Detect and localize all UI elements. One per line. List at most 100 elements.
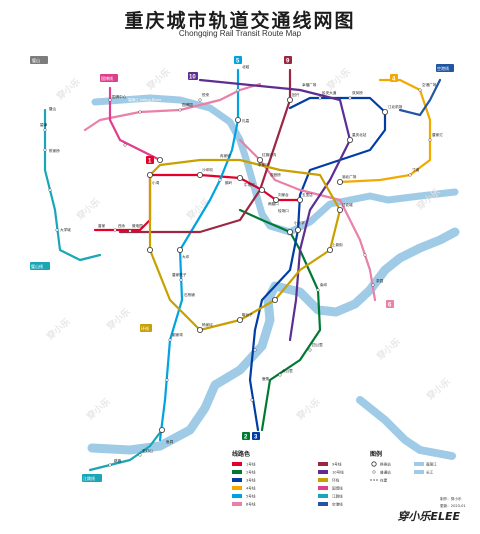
line-10	[198, 78, 352, 342]
svg-text:碧津: 碧津	[40, 122, 48, 127]
svg-text:四公里: 四公里	[312, 342, 323, 347]
svg-text:环线: 环线	[141, 325, 149, 331]
river-label-jialing: 嘉陵江 Jialing River	[128, 97, 162, 102]
line-guobo	[108, 86, 162, 162]
svg-text:2: 2	[244, 435, 248, 441]
station-interchange	[256, 156, 263, 163]
svg-text:李家坪: 李家坪	[258, 162, 269, 167]
station-interchange	[286, 228, 293, 235]
page-subtitle: Chongqing Rail Transit Route Map	[178, 29, 302, 38]
station	[128, 229, 132, 233]
station	[138, 453, 142, 457]
station	[316, 288, 320, 292]
brand-logo: 穿小乐ELEE	[397, 510, 460, 523]
svg-text:歇台子: 歇台子	[242, 312, 253, 317]
svg-text:江跳线: 江跳线	[332, 494, 343, 499]
svg-text:穿小乐: 穿小乐	[104, 306, 132, 333]
station	[168, 338, 172, 342]
svg-text:大坪: 大坪	[182, 254, 190, 259]
svg-text:1: 1	[148, 159, 152, 165]
station	[108, 98, 112, 102]
line-bishan	[43, 108, 102, 262]
svg-text:渝北广场: 渝北广场	[342, 174, 357, 179]
station-interchange	[286, 97, 293, 104]
svg-text:圣灯山: 圣灯山	[142, 448, 153, 453]
line-3	[248, 96, 387, 432]
station	[178, 108, 182, 112]
svg-text:回兴: 回兴	[292, 92, 300, 97]
svg-text:6号线: 6号线	[246, 502, 256, 507]
svg-text:西永: 西永	[118, 223, 126, 228]
svg-text:穿小乐: 穿小乐	[84, 396, 112, 423]
svg-text:更新：2023.01: 更新：2023.01	[440, 503, 466, 508]
svg-text:石桥铺: 石桥铺	[184, 292, 195, 297]
regular-stations[interactable]	[43, 88, 432, 467]
badge-bishan-line: 璧山线	[30, 262, 50, 270]
svg-text:寸滩: 寸滩	[412, 167, 420, 172]
svg-text:嘉陵江: 嘉陵江	[426, 462, 437, 467]
svg-text:线路色: 线路色	[232, 450, 250, 458]
svg-text:普通站: 普通站	[380, 470, 391, 475]
station	[408, 173, 412, 177]
yangtze-lower	[356, 396, 456, 460]
river-icon-2	[414, 470, 424, 474]
svg-text:穿小乐: 穿小乐	[144, 66, 172, 93]
line-airport	[398, 78, 442, 117]
station-interchange	[146, 246, 153, 253]
station-interchange	[296, 196, 303, 203]
svg-text:牛角沱: 牛角沱	[244, 182, 255, 187]
svg-text:微电园: 微电园	[132, 223, 143, 228]
badge-line-2: 2	[242, 432, 250, 441]
svg-text:10号线: 10号线	[332, 470, 344, 475]
svg-text:谢家湾: 谢家湾	[172, 332, 183, 337]
station	[428, 138, 432, 142]
svg-text:璧山线: 璧山线	[31, 263, 43, 269]
station	[318, 96, 322, 100]
svg-text:观音桥: 观音桥	[270, 172, 281, 177]
svg-text:国博线: 国博线	[332, 486, 343, 491]
svg-text:1号线: 1号线	[246, 462, 256, 467]
svg-text:3号线: 3号线	[246, 478, 256, 483]
line-5	[158, 68, 240, 442]
badge-line-10: 10	[188, 72, 198, 81]
svg-text:穿小乐: 穿小乐	[294, 396, 322, 423]
svg-text:民安大道: 民安大道	[322, 90, 337, 95]
badge-line-4: 4	[390, 74, 398, 83]
terminus-badges[interactable]: 璧山 国博线 4 5 9 10 环线 空港线 1 6 璧山线 江跳线 2 3	[30, 56, 454, 482]
station-interchange	[381, 109, 388, 116]
svg-text:空港线: 空港线	[332, 502, 343, 507]
station-interchange	[146, 171, 153, 178]
station	[363, 253, 367, 257]
svg-text:小什字: 小什字	[294, 220, 305, 225]
river-icon	[414, 462, 424, 466]
station-interchange	[196, 326, 203, 333]
station-interchange	[336, 206, 343, 213]
svg-text:国博线: 国博线	[101, 75, 113, 81]
svg-text:小湾: 小湾	[152, 180, 160, 185]
interchange-stations[interactable]	[146, 97, 388, 433]
svg-text:双凤桥: 双凤桥	[352, 90, 363, 95]
svg-text:幸福广场: 幸福广场	[302, 82, 317, 87]
station-interchange	[236, 316, 243, 323]
svg-text:江跳线: 江跳线	[83, 475, 95, 481]
station-interchange	[236, 174, 243, 181]
legend-icons: 换乘站 普通站 在建 嘉陵江 长江	[370, 461, 437, 483]
svg-text:5: 5	[236, 59, 240, 65]
station-interchange	[176, 246, 183, 253]
badge-loop: 环线	[140, 324, 152, 332]
station	[236, 88, 240, 92]
svg-text:在建: 在建	[380, 478, 388, 483]
station	[371, 283, 375, 287]
svg-text:长江: 长江	[426, 470, 434, 475]
station-interchange	[271, 296, 278, 303]
svg-text:穿小乐: 穿小乐	[424, 376, 452, 403]
svg-text:茶园: 茶园	[376, 278, 384, 283]
svg-text:换乘站: 换乘站	[380, 462, 391, 467]
svg-text:大学城: 大学城	[60, 227, 71, 232]
station	[179, 278, 183, 282]
svg-text:穿小乐: 穿小乐	[374, 336, 402, 363]
river-label-yangtze: 长江 Yangtze River	[175, 445, 208, 450]
station-interchange	[336, 178, 343, 185]
svg-text:9号线: 9号线	[332, 462, 342, 467]
